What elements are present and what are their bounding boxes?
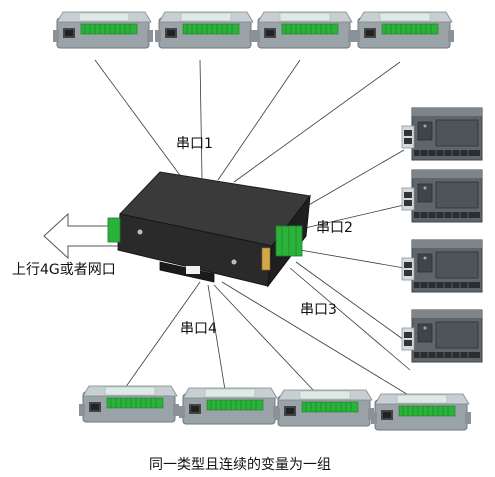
io-module-icon [370,393,472,431]
link-plc-2 [304,204,405,229]
label-uplink: 上行4G或者网口 [12,262,116,278]
link-bottom-module-1 [124,281,201,389]
gateway-icon [107,171,311,288]
io-module-icon [78,385,180,423]
label-serial-2: 串口2 [316,220,353,236]
plc-icon [401,169,483,223]
io-module-icon [52,11,154,49]
link-top-module-1 [94,59,183,179]
caption: 同一类型且连续的变量为一组 [149,456,331,473]
plc-icon [401,107,483,161]
io-module-icon [353,11,455,49]
link-bottom-module-2 [207,284,226,391]
label-serial-1: 串口1 [176,136,213,152]
link-top-module-4 [233,61,401,183]
plc-icon [401,239,483,293]
link-bottom-module-3 [213,284,316,393]
link-plc-4 [295,261,405,341]
link-bottom-module-4 [221,281,411,397]
label-serial-4: 串口4 [180,321,217,337]
label-serial-3: 串口3 [300,302,337,318]
link-plc-extra [289,267,411,371]
connection-lines [94,59,411,397]
link-plc-1 [299,149,405,211]
io-module-icon [154,11,256,49]
arrow-left-icon [43,212,119,260]
io-module-icon [253,11,355,49]
link-top-module-2 [199,59,203,179]
plc-icon [401,309,483,363]
io-module-icon [178,387,280,425]
link-top-module-3 [217,59,301,181]
io-module-icon [273,389,375,427]
link-plc-3 [299,249,405,269]
